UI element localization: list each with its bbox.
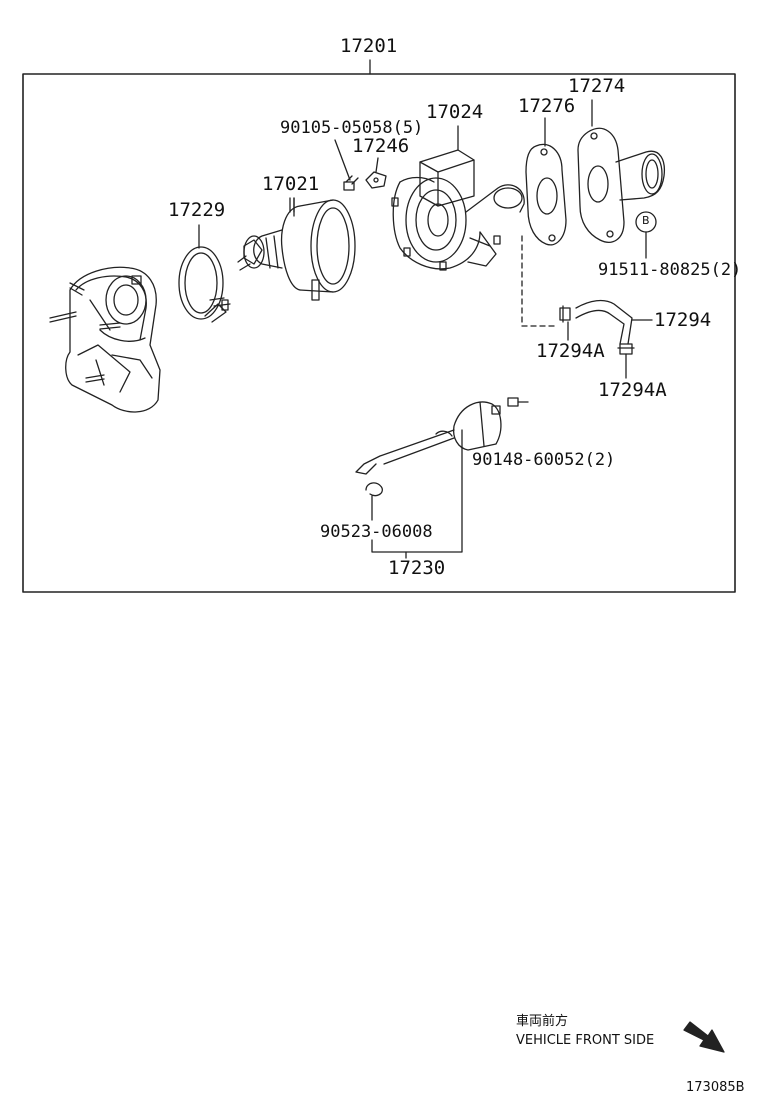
label-elbow: 17274: [568, 75, 626, 97]
actuator-bolt: [507, 397, 529, 407]
actuator-bracket: [371, 447, 463, 553]
turbine-housing: [49, 266, 161, 413]
lock-plate: [365, 171, 387, 189]
outlet-elbow: [577, 127, 666, 243]
front-arrow-icon: [683, 1021, 725, 1053]
label-clamp: 17229: [168, 199, 226, 221]
label-gasket: 17276: [518, 95, 576, 117]
rod-clip: [365, 482, 383, 497]
wastegate-actuator: [355, 401, 502, 475]
bolt-small: [343, 175, 359, 191]
front-note-jp: 車両前方: [516, 1014, 569, 1029]
label-plate: 17246: [352, 135, 410, 157]
label-bolt-actuator: 90148-60052(2): [472, 450, 616, 470]
hose-clip-upper: [559, 305, 571, 323]
clamp-ring: [178, 246, 231, 323]
center-cartridge: [237, 197, 356, 301]
label-stud: 91511-80825(2): [598, 260, 742, 280]
label-clip-rod: 90523-06008: [320, 522, 433, 542]
water-hose: [575, 299, 633, 345]
compressor-housing: [391, 149, 525, 271]
hose-routing-dash: [521, 235, 559, 327]
figure-code: 173085B: [686, 1080, 745, 1095]
label-bolt-top: 90105-05058(5): [280, 118, 424, 138]
label-housing: 17024: [426, 101, 484, 123]
label-actuator: 17230: [388, 557, 446, 579]
assembly-frame: [22, 73, 736, 593]
label-clip-a2: 17294A: [598, 379, 667, 401]
front-note-en: VEHICLE FRONT SIDE: [516, 1033, 655, 1048]
bolt-small-leader: [334, 139, 351, 181]
label-assembly: 17201: [340, 35, 398, 57]
label-cartridge: 17021: [262, 173, 320, 195]
hose-clip-lower: [617, 343, 635, 355]
gasket: [525, 143, 567, 246]
lock-plate-leader: [375, 157, 379, 173]
marker-b-label: B: [642, 214, 650, 227]
label-hose: 17294: [654, 309, 712, 331]
label-clip-a1: 17294A: [536, 340, 605, 362]
